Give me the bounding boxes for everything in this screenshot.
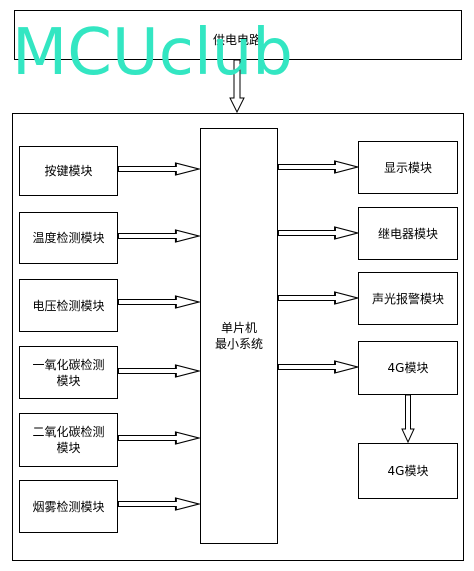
arrow-power-to-system	[229, 59, 245, 114]
mcu-system: 单片机 最小系统	[200, 128, 278, 544]
display-module-label: 显示模块	[383, 160, 432, 175]
voltage-module-label: 电压检测模块	[32, 298, 105, 313]
arrow-mcu-to-display	[277, 160, 359, 174]
arrow-mcu-to-alarm	[277, 291, 359, 305]
system-boundary	[12, 113, 464, 561]
mcu-label-line2: 最小系统	[214, 337, 263, 351]
remote-4g-module-label: 4G模块	[387, 464, 429, 478]
relay-module: 继电器模块	[358, 207, 458, 260]
co2-module: 二氧化碳检测 模块	[19, 413, 118, 467]
arrow-voltage-to-mcu	[117, 295, 201, 309]
co-module: 一氧化碳检测 模块	[19, 346, 118, 399]
temperature-module: 温度检测模块	[19, 212, 118, 264]
arrow-temp-to-mcu	[117, 229, 201, 243]
arrow-mcu-to-4g	[277, 360, 359, 374]
arrow-smoke-to-mcu	[117, 497, 201, 511]
alarm-module: 声光报警模块	[358, 272, 458, 325]
smoke-module: 烟雾检测模块	[19, 480, 118, 533]
arrow-4g-to-4g	[401, 394, 415, 444]
smoke-module-label: 烟雾检测模块	[32, 499, 105, 514]
arrow-co-to-mcu	[117, 364, 201, 378]
relay-module-label: 继电器模块	[377, 226, 438, 241]
temperature-module-label: 温度检测模块	[32, 231, 105, 245]
voltage-module: 电压检测模块	[19, 279, 118, 332]
arrow-mcu-to-relay	[277, 226, 359, 240]
4g-module-label: 4G模块	[387, 361, 429, 375]
mcu-label-line1: 单片机	[220, 321, 257, 335]
watermark-logo: MCUclub	[12, 16, 293, 90]
alarm-module-label: 声光报警模块	[371, 291, 444, 306]
remote-4g-module: 4G模块	[358, 443, 458, 499]
co2-module-label: 二氧化碳检测 模块	[32, 425, 105, 455]
power-supply-label: 供电电路	[213, 33, 262, 47]
co-module-label: 一氧化碳检测 模块	[32, 357, 105, 388]
key-module-label: 按键模块	[44, 164, 93, 178]
arrow-key-to-mcu	[117, 162, 201, 176]
4g-module: 4G模块	[358, 341, 458, 395]
display-module: 显示模块	[358, 141, 458, 194]
key-module: 按键模块	[19, 146, 118, 196]
arrow-co2-to-mcu	[117, 431, 201, 445]
